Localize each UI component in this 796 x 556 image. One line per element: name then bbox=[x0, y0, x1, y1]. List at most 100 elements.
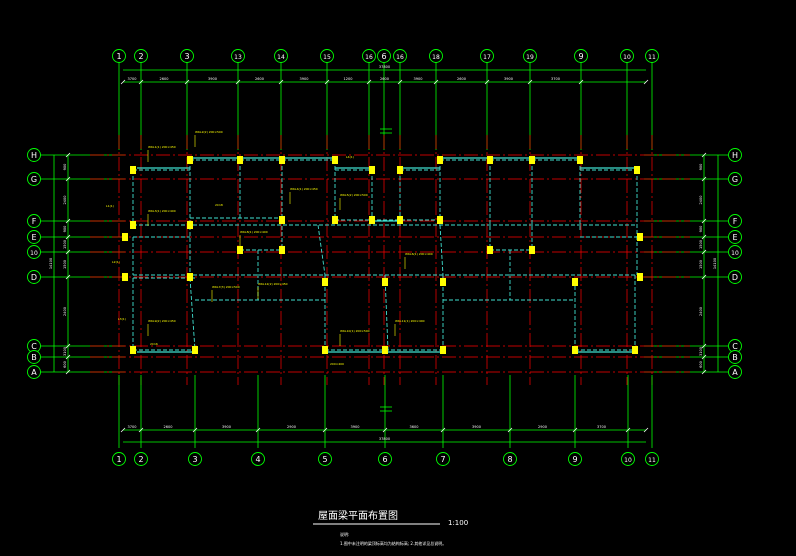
axis-bubble-circle bbox=[112, 49, 126, 63]
column bbox=[437, 216, 443, 224]
dim-tick-right-5 bbox=[701, 274, 707, 280]
axis-bubble-circle bbox=[645, 49, 659, 63]
column bbox=[529, 246, 535, 254]
axis-bubble-circle bbox=[620, 49, 634, 63]
axis-bubble-circle bbox=[728, 245, 742, 259]
axis-bubble-bot-7: 7 bbox=[436, 452, 450, 466]
dim-text-top-1: 2600 bbox=[160, 77, 169, 81]
axis-bubble-top-18: 18 bbox=[429, 49, 443, 63]
axis-bubble-left-D: D bbox=[27, 270, 41, 284]
dim-text-bottom-8: 3700 bbox=[597, 425, 606, 429]
column bbox=[440, 278, 446, 286]
dim-text-top-8: 2600 bbox=[457, 77, 466, 81]
axis-bubble-top-10: 10 bbox=[620, 49, 634, 63]
dim-tick-top-8 bbox=[433, 79, 439, 85]
axis-bubble-circle bbox=[728, 172, 742, 186]
axis-bubble-label: 2 bbox=[138, 455, 143, 464]
dim-tick-top-3 bbox=[235, 79, 241, 85]
notes-heading: 说明: bbox=[340, 531, 349, 537]
axis-bubble-circle bbox=[318, 452, 332, 466]
axis-bubble-circle bbox=[251, 452, 265, 466]
column bbox=[572, 346, 578, 354]
column bbox=[529, 156, 535, 164]
dim-tick-left-3 bbox=[65, 234, 71, 240]
dim-tick-bottom-2 bbox=[192, 427, 198, 433]
axis-bubble-top-2: 2 bbox=[134, 49, 148, 63]
axis-bubble-label: 1 bbox=[116, 455, 121, 464]
axis-bubble-label: 7 bbox=[440, 455, 445, 464]
axis-bubble-circle bbox=[27, 172, 41, 186]
beam-label: 2C18 bbox=[215, 203, 223, 207]
axis-bubble-label: 1 bbox=[116, 52, 121, 61]
axis-bubble-circle bbox=[377, 49, 391, 63]
axis-bubble-left-A: A bbox=[27, 365, 41, 379]
dim-tick-bottom-9 bbox=[625, 427, 631, 433]
axis-bubble-circle bbox=[574, 49, 588, 63]
axis-bubble-top-3: 3 bbox=[180, 49, 194, 63]
beam-label: 200×400 bbox=[330, 362, 344, 366]
dim-tick-left-1 bbox=[65, 176, 71, 182]
axis-bubble-bot-4: 4 bbox=[251, 452, 265, 466]
column bbox=[487, 246, 493, 254]
dim-text-bottom-1: 2600 bbox=[164, 425, 173, 429]
dim-tick-right-1 bbox=[701, 176, 707, 182]
column bbox=[237, 246, 243, 254]
column bbox=[187, 156, 193, 164]
axis-bubble-top-11: 11 bbox=[645, 49, 659, 63]
axis-bubble-circle bbox=[728, 214, 742, 228]
axis-bubble-label: 3 bbox=[192, 455, 197, 464]
dim-tick-right-8 bbox=[701, 369, 707, 375]
axis-bubble-circle bbox=[728, 148, 742, 162]
axis-bubble-left-10: 10 bbox=[27, 245, 41, 259]
dim-text-bottom-2: 3900 bbox=[222, 425, 231, 429]
dim-text-bottom-3: 2900 bbox=[287, 425, 296, 429]
beam-label: WKL7(3) 200×500 bbox=[212, 285, 240, 289]
dim-tick-top-9 bbox=[484, 79, 490, 85]
dim-tick-left-6 bbox=[65, 343, 71, 349]
axis-bubble-circle bbox=[728, 350, 742, 364]
dim-text-top-3: 2600 bbox=[255, 77, 264, 81]
axis-bubble-top-16a: 16 bbox=[362, 49, 376, 63]
beam-label: WKL11(1) 200×400 bbox=[395, 319, 425, 323]
column bbox=[192, 346, 198, 354]
beam-label: L4(1) bbox=[346, 155, 354, 159]
column bbox=[130, 346, 136, 354]
dim-total-top: 37800 bbox=[379, 65, 390, 69]
dim-tick-bottom-4 bbox=[322, 427, 328, 433]
column bbox=[130, 166, 136, 174]
dim-text-left-7: 600 bbox=[63, 361, 67, 368]
axis-bubble-right-10: 10 bbox=[728, 245, 742, 259]
column bbox=[322, 278, 328, 286]
dim-total-right: 14100 bbox=[713, 258, 717, 269]
dim-text-top-0: 3700 bbox=[128, 77, 137, 81]
dim-tick-right-4 bbox=[701, 249, 707, 255]
axis-bubble-circle bbox=[728, 230, 742, 244]
column bbox=[122, 273, 128, 281]
dim-tick-top-6 bbox=[366, 79, 372, 85]
column bbox=[332, 156, 338, 164]
axis-bubble-top-1: 1 bbox=[112, 49, 126, 63]
axis-bubble-label: 11 bbox=[648, 54, 656, 61]
axis-bubble-bot-3: 3 bbox=[188, 452, 202, 466]
axis-bubble-circle bbox=[320, 49, 334, 63]
axis-bubble-circle bbox=[112, 452, 126, 466]
dim-text-top-6: 2600 bbox=[380, 77, 389, 81]
axis-bubble-label: C bbox=[732, 342, 738, 351]
dim-tick-left-4 bbox=[65, 249, 71, 255]
axis-bubble-circle bbox=[27, 245, 41, 259]
dim-text-left-5: 2400 bbox=[63, 307, 67, 316]
beam-label: WKL5(2) 200×500 bbox=[340, 193, 368, 197]
axis-bubble-label: D bbox=[732, 273, 738, 282]
axis-bubble-top-19: 19 bbox=[523, 49, 537, 63]
axis-bubble-label: A bbox=[732, 368, 738, 377]
column bbox=[279, 156, 285, 164]
dim-text-right-0: 900 bbox=[699, 164, 703, 171]
column bbox=[397, 166, 403, 174]
column bbox=[440, 346, 446, 354]
axis-bubble-right-E: E bbox=[728, 230, 742, 244]
axis-bubble-label: 15 bbox=[323, 54, 331, 61]
axis-bubble-label: 3 bbox=[184, 52, 189, 61]
column bbox=[369, 166, 375, 174]
